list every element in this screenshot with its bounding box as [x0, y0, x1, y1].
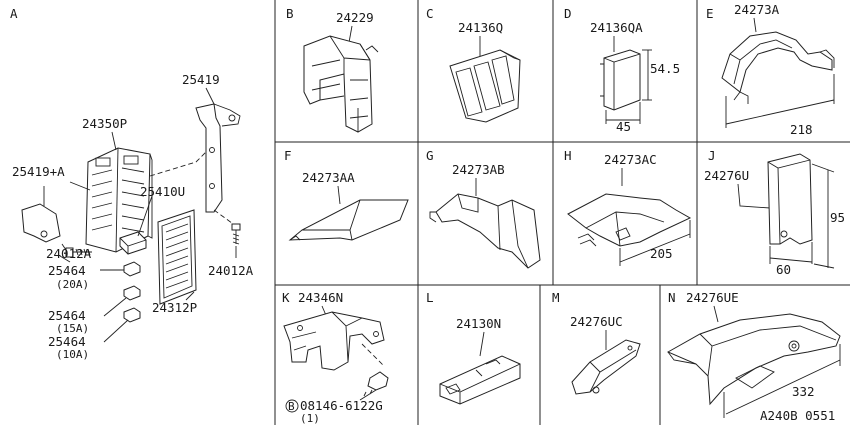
- fuse-block-24350p: [85, 147, 153, 253]
- section-l: L 24130N: [426, 290, 521, 405]
- part-24276uc: [571, 339, 641, 395]
- label-24273ac: 24273AC: [604, 152, 657, 167]
- label-25419: 25419: [182, 72, 220, 87]
- label-24012a-right: 24012A: [208, 263, 254, 278]
- part-24229: [303, 35, 379, 133]
- section-d: D 24136QA 54.5 45: [564, 6, 680, 134]
- diagram-code: A240B 0551: [760, 408, 835, 423]
- section-letter-n: N: [668, 290, 676, 305]
- dim-332: 332: [792, 384, 815, 399]
- bracket-25419: [195, 103, 241, 213]
- fuse-10a: [103, 307, 141, 343]
- dimension-45: 45: [605, 102, 641, 134]
- dimension-60: 60: [769, 242, 813, 277]
- fuse-15a: [103, 285, 141, 317]
- label-25464-3: 25464: [48, 334, 86, 349]
- bolt-number: 08146-6122G: [300, 398, 383, 413]
- label-25464-2: 25464: [48, 308, 86, 323]
- part-24273ac: [567, 193, 692, 247]
- section-f: F 24273AA: [284, 148, 409, 241]
- section-e: E 24273A 218: [706, 2, 835, 137]
- label-24346n: 24346N: [298, 290, 343, 305]
- label-24136qa: 24136QA: [590, 20, 643, 35]
- section-letter-a: A: [10, 6, 18, 21]
- label-25464-1: 25464: [48, 263, 86, 278]
- part-24136q: [449, 49, 521, 123]
- section-letter-h: H: [564, 148, 572, 163]
- dim-54-5: 54.5: [650, 61, 680, 76]
- bracket-25419a: [21, 186, 61, 243]
- section-m: M 24276UC: [552, 290, 641, 395]
- label-24350p: 24350P: [82, 116, 127, 131]
- label-24130n: 24130N: [456, 316, 501, 331]
- section-h: H 24273AC 205: [564, 148, 692, 266]
- bolt-callout: B 08146-6122G (1): [285, 398, 383, 425]
- bolt-08146-6122g: [359, 343, 389, 401]
- dimension-205: 205: [619, 220, 691, 266]
- section-b: B 24229: [286, 6, 379, 133]
- section-a: A: [10, 6, 254, 361]
- dimension-218: 218: [725, 74, 835, 137]
- dim-60: 60: [776, 262, 791, 277]
- dim-45: 45: [616, 119, 631, 134]
- section-letter-k: K: [282, 290, 290, 305]
- part-24276u: [767, 153, 813, 245]
- label-10a: (10A): [56, 348, 89, 361]
- bolt-qty: (1): [300, 412, 320, 425]
- label-24273ab: 24273AB: [452, 162, 505, 177]
- dim-95: 95: [830, 210, 845, 225]
- screw-24012a-left: [59, 247, 92, 263]
- dimension-95: 95: [811, 163, 845, 269]
- section-k: K 24346N B 08146-6122G (1): [282, 290, 389, 425]
- grid: [274, 0, 850, 425]
- label-24229: 24229: [336, 10, 374, 25]
- section-letter-m: M: [552, 290, 560, 305]
- section-g: G 24273AB: [426, 148, 541, 269]
- label-24276u: 24276U: [704, 168, 749, 183]
- section-letter-e: E: [706, 6, 714, 21]
- part-24276ue: [666, 313, 841, 406]
- label-24276uc: 24276UC: [570, 314, 623, 329]
- label-24136q: 24136Q: [458, 20, 503, 35]
- screw-24012a-right: [213, 209, 241, 258]
- label-24273a: 24273A: [734, 2, 780, 17]
- label-25419a: 25419+A: [12, 164, 65, 179]
- label-20a: (20A): [56, 278, 89, 291]
- section-j: J 24276U 95 60: [704, 148, 845, 277]
- part-24346n: [283, 311, 385, 371]
- fuse-20a: [100, 261, 141, 277]
- bolt-badge: B: [288, 400, 295, 413]
- section-letter-l: L: [426, 290, 434, 305]
- label-24312p: 24312P: [152, 300, 197, 315]
- label-24276ue: 24276UE: [686, 290, 739, 305]
- dim-205: 205: [650, 246, 673, 261]
- label-25410u: 25410U: [140, 184, 185, 199]
- section-letter-d: D: [564, 6, 572, 21]
- section-letter-f: F: [284, 148, 292, 163]
- section-c: C 24136Q: [426, 6, 521, 123]
- dimension-54-5: 54.5: [642, 49, 680, 101]
- label-24273aa: 24273AA: [302, 170, 355, 185]
- section-n: N 24276UE 332 A240B 0551: [666, 290, 841, 423]
- part-24273a: [721, 31, 835, 104]
- part-24273aa: [288, 199, 409, 241]
- section-letter-j: J: [708, 148, 716, 163]
- dim-218: 218: [790, 122, 813, 137]
- cover-24312p: [157, 209, 197, 305]
- section-letter-c: C: [426, 6, 434, 21]
- label-15a: (15A): [56, 322, 89, 335]
- relay-25410u: [119, 195, 153, 255]
- dimension-332: 332: [723, 344, 841, 418]
- label-24012a-left: 24012A: [46, 246, 92, 261]
- part-24273ab: [429, 193, 541, 269]
- part-24136qa: [600, 49, 641, 111]
- part-24130n: [439, 355, 521, 405]
- section-letter-g: G: [426, 148, 434, 163]
- section-letter-b: B: [286, 6, 294, 21]
